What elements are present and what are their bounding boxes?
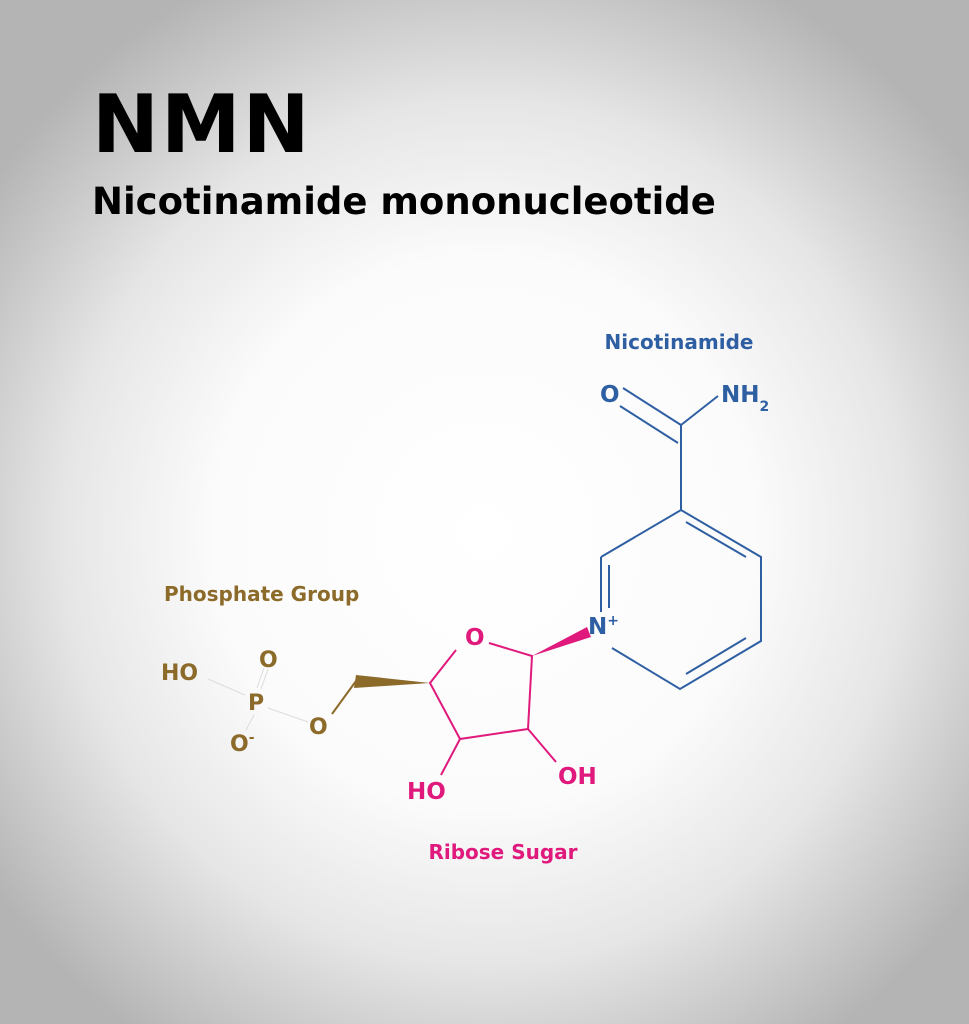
ring-double-bond: [685, 637, 747, 675]
nicotinamide-label: Nicotinamide: [605, 330, 754, 354]
page-title: NMN: [92, 78, 312, 171]
phosphate-bonds: [207, 667, 309, 731]
ribose-moiety: [428, 642, 557, 776]
pyridine-ring-bonds: [600, 508, 762, 691]
nicotinamide-moiety: [600, 387, 762, 691]
ring-double-bond: [685, 521, 747, 558]
carbonyl-oxygen-label: O: [600, 382, 620, 408]
amine-label: NH2: [721, 382, 769, 415]
c5-wedge-bond: [354, 675, 430, 688]
phosphate-label: Phosphate Group: [164, 582, 359, 606]
hydroxyl-right-label: OH: [558, 764, 597, 790]
phosphate-anion-label: O-: [230, 730, 255, 757]
page-subtitle: Nicotinamide mononucleotide: [92, 180, 716, 223]
c-o-double-bond: [622, 387, 682, 426]
phosphate-hydroxyl-label: HO: [161, 661, 198, 686]
ribose-label: Ribose Sugar: [428, 840, 577, 864]
c5-o-bond: [331, 680, 357, 715]
ho-bond: [440, 738, 461, 776]
oh-bond: [527, 728, 557, 763]
c-n-bond: [680, 395, 719, 426]
phosphorus-label: P: [248, 691, 264, 716]
pyridinium-nitrogen-label: N+: [588, 613, 619, 640]
ribose-ring-bonds: [428, 642, 534, 741]
c-o-double-bond: [619, 405, 679, 444]
glycosidic-wedge-bond: [532, 627, 591, 656]
phosphate-oxygen-label: O: [259, 648, 278, 673]
bridge-oxygen-label: O: [309, 715, 328, 740]
ring-oxygen-label: O: [465, 625, 485, 651]
hydroxyl-left-label: HO: [407, 779, 446, 805]
